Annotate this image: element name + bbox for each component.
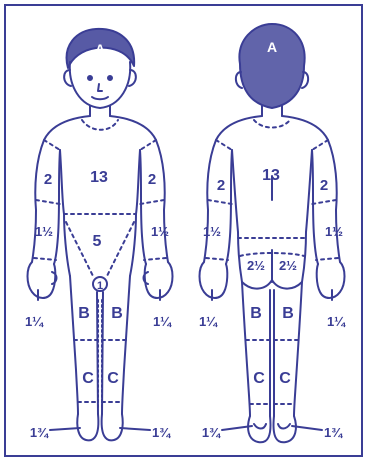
back-hand-left-label: 1¼ (199, 314, 218, 329)
front-trunk-label: 13 (90, 169, 108, 186)
front-upper-arm-right-label: 2 (148, 171, 156, 188)
front-mouth (92, 97, 108, 99)
front-inner-arm-left (54, 150, 60, 264)
front-inner-arm-right (140, 150, 146, 264)
back-body-outline-left (204, 116, 262, 262)
front-leg-right-label: C (107, 370, 119, 387)
back-torso-right (302, 150, 312, 282)
back-inner-arm-right (312, 150, 318, 264)
front-body-outline-left (32, 116, 90, 262)
front-nose (98, 84, 102, 91)
front-forearm-right-label: 1½ (151, 224, 169, 239)
back-forearm-right-label: 1½ (325, 224, 343, 239)
front-eye-right (108, 76, 112, 80)
back-figure (200, 24, 345, 442)
front-head-label: A (95, 41, 105, 57)
back-buttock-left-label: 2½ (247, 258, 265, 273)
front-hand-left (28, 262, 56, 298)
front-body-outline-right (110, 116, 168, 262)
front-hand-right (145, 262, 173, 298)
front-leg-left-outer (70, 276, 78, 414)
back-upper-arm-right-label: 2 (320, 177, 328, 194)
back-torso-left (232, 150, 242, 282)
back-buttock-right-label: 2½ (279, 258, 297, 273)
back-hand-right (317, 262, 345, 298)
front-hand-right-label: 1¼ (153, 314, 172, 329)
back-inner-arm-left (226, 150, 232, 264)
back-hand-right-label: 1¼ (327, 314, 346, 329)
back-upper-arm-left-label: 2 (217, 177, 225, 194)
front-eye-left (88, 76, 92, 80)
front-thigh-right-label: B (111, 305, 123, 322)
back-leg-left-label: C (253, 370, 265, 387)
front-face (70, 62, 130, 108)
back-foot-left-label: 1¾ (202, 425, 221, 440)
front-genitalia-label: 1 (97, 280, 103, 292)
front-leg-left-label: C (82, 370, 94, 387)
front-genital-area-label: 5 (93, 233, 102, 250)
back-leg-left-outer (242, 282, 250, 416)
front-upper-arm-left-label: 2 (44, 171, 52, 188)
back-thigh-right-label: B (282, 305, 294, 322)
back-leader-lines (212, 290, 332, 430)
front-thigh-left-label: B (78, 305, 90, 322)
back-heel-left (254, 424, 266, 429)
front-foot-right-label: 1¾ (152, 425, 171, 440)
back-head-label: A (267, 39, 277, 55)
front-leg-right-outer (122, 276, 130, 414)
back-hand-left (200, 262, 228, 298)
back-trunk-label: 13 (262, 167, 280, 184)
back-body-outline-right (282, 116, 340, 262)
front-forearm-left-label: 1½ (35, 224, 53, 239)
back-forearm-left-label: 1½ (203, 224, 221, 239)
back-leg-right-label: C (279, 370, 291, 387)
front-neckline (82, 120, 118, 130)
back-head-hair (239, 24, 304, 108)
back-heel-right (278, 424, 290, 429)
back-leg-right-outer (294, 282, 302, 416)
front-foot-left-label: 1¾ (30, 425, 49, 440)
back-thigh-left-label: B (250, 305, 262, 322)
back-foot-right-label: 1¾ (324, 425, 343, 440)
front-hand-left-label: 1¼ (25, 314, 44, 329)
